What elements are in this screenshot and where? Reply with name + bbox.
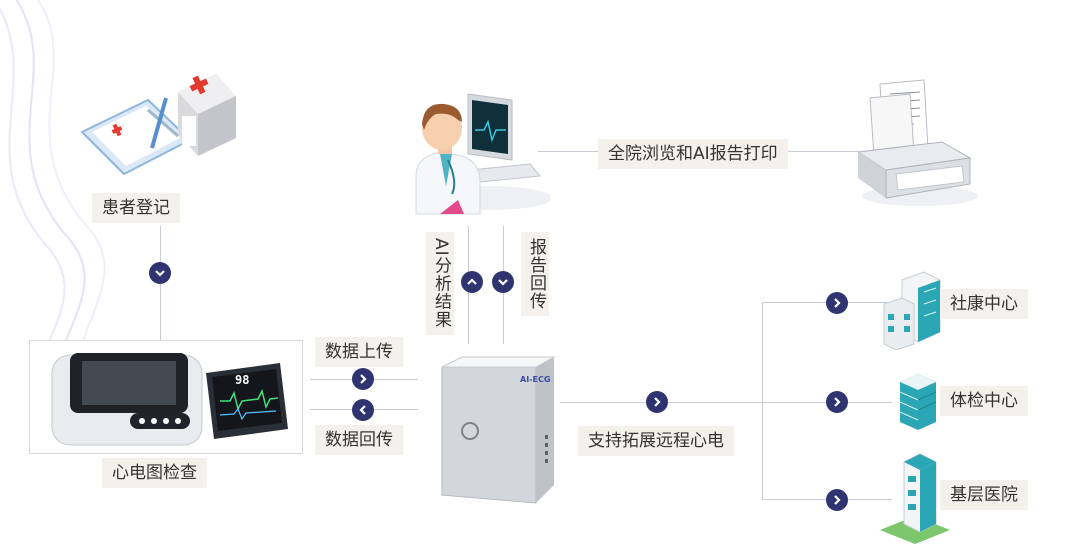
browse-print-label: 全院浏览和AI报告打印 (598, 139, 788, 169)
grassroots-hospital-label: 基层医院 (940, 480, 1028, 510)
building-icon (896, 372, 940, 430)
upload-label: 数据上传 (315, 337, 403, 367)
building-icon (880, 452, 950, 544)
monitor-reading: 98 (235, 373, 250, 387)
doctor-workstation-icon (400, 90, 552, 215)
ecg-device-panel: 98 (29, 340, 303, 454)
chevron-left-icon (352, 399, 374, 421)
ecg-device-icon (51, 353, 288, 446)
return-data-label: 数据回传 (315, 425, 403, 455)
remote-ecg-label: 支持拓展远程心电 (578, 426, 734, 456)
registration-clipboard-icon (78, 70, 238, 190)
registration-label: 患者登记 (92, 193, 180, 223)
building-icon (880, 270, 944, 351)
report-return-label: 报告回传 (521, 232, 549, 316)
server-brand: AI-ECG (520, 375, 551, 384)
ai-result-label: AI分析结果 (426, 232, 454, 335)
chevron-down-icon (492, 271, 514, 293)
chevron-right-icon (352, 368, 374, 390)
chevron-right-icon (826, 292, 848, 314)
line-remote-trunk (762, 302, 763, 500)
ecg-exam-label: 心电图检查 (102, 458, 207, 488)
chevron-right-icon (646, 391, 668, 413)
chevron-right-icon (826, 391, 848, 413)
chevron-right-icon (826, 489, 848, 511)
printer-icon (850, 78, 980, 208)
chevron-down-icon (149, 262, 171, 284)
server-icon: AI-ECG (440, 355, 560, 505)
chevron-up-icon (461, 271, 483, 293)
community-center-label: 社康中心 (940, 289, 1028, 319)
checkup-center-label: 体检中心 (940, 386, 1028, 416)
